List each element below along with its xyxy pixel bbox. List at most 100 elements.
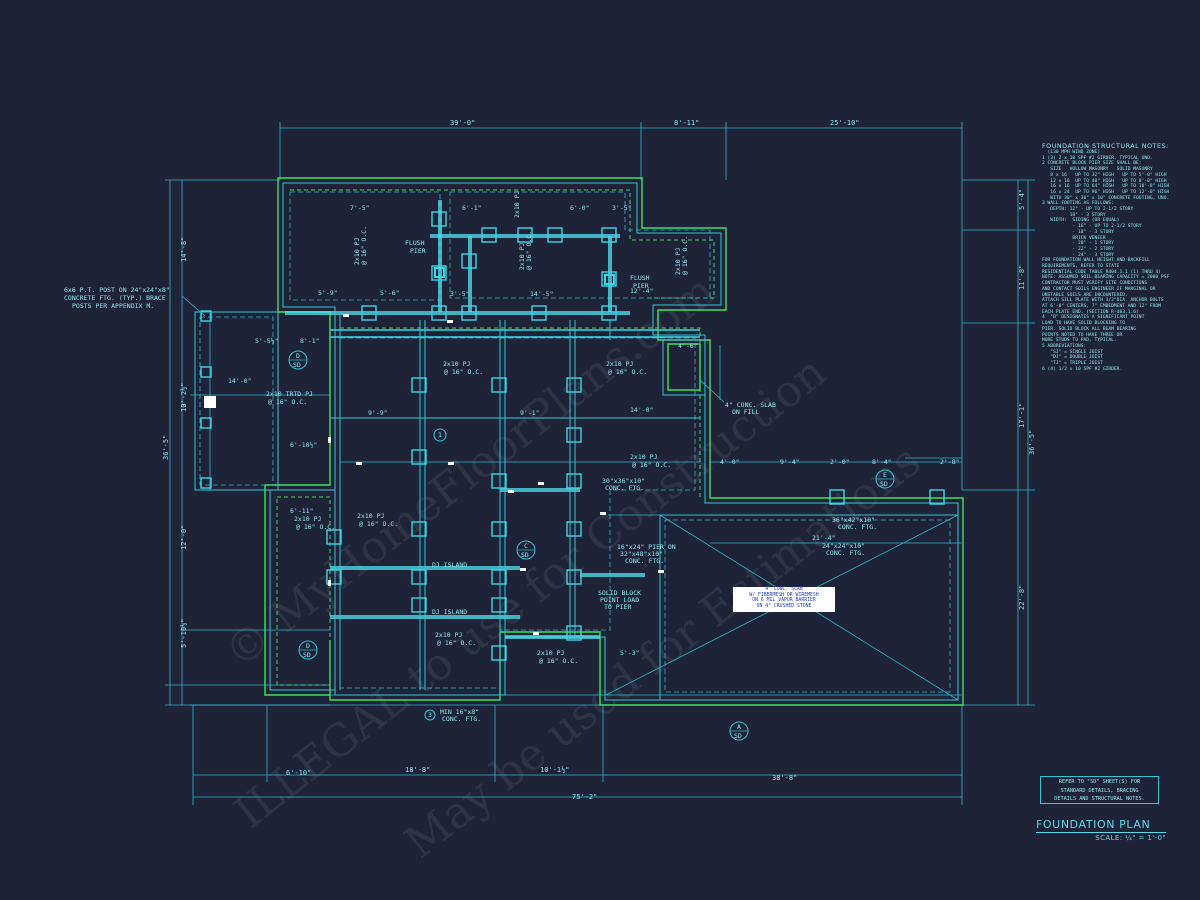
dim-i-17: 6'-11" — [290, 507, 313, 515]
reference-note-line-1: REFER TO "SD" SHEET(S) FOR — [1058, 779, 1141, 785]
reference-note: REFER TO "SD" SHEET(S) FOR STANDARD DETA… — [1040, 776, 1159, 804]
dim-total: 75'-2" — [572, 793, 597, 801]
dim-i-11: 14'-0" — [630, 406, 653, 414]
solid-block-line-2: POINT LOAD — [600, 596, 639, 604]
slab-note-line-2: W/ FIBERMESH OR WIREMESH — [749, 592, 819, 598]
joist-label: 2x10 PJ — [353, 238, 361, 265]
dim-i-9: 4'-6" — [678, 342, 698, 350]
piers — [326, 211, 945, 661]
dim-left-5: 10'-2½" — [180, 382, 188, 412]
dim-i-6: 5'-6" — [380, 289, 400, 297]
dim-i-8: 12'-4" — [630, 287, 653, 295]
slab-fill-line-2: ON FILL — [732, 408, 759, 416]
ftg-24-line-2: CONC. FTG. — [826, 549, 865, 557]
joist-label: 2x10 PJ — [357, 512, 384, 520]
joist-spacing: @ 16" O.C. — [539, 657, 578, 665]
structural-note-line: 16 x 16 UP TO 64" HIGH UP TO 10'-8" HIGH — [1042, 184, 1170, 190]
joist-spacing: @ 16" O.C. — [359, 520, 398, 528]
pier-ftg-line-2: CONC. FTG. — [605, 484, 644, 492]
joist-label: 2x10 PJ — [513, 191, 521, 218]
structural-note-line: POINTS NOTED TO HAVE THREE OR — [1042, 332, 1123, 338]
structural-note-line: REQUIREMENTS, REFER TO STATE — [1042, 264, 1120, 270]
structural-note-line: 16 x 24 UP TO 96" HIGH UP TO 12'-0" HIGH — [1042, 189, 1170, 195]
dim-i-28: 2'-8" — [940, 458, 960, 466]
section-0-sheet: SD — [293, 361, 301, 369]
watermark: © MyHomeFloorPlans.com ILLEGAL to use fo… — [215, 265, 930, 869]
structural-note-line: (130 MPH WIND ZONE) — [1042, 150, 1101, 155]
structural-note-line: 18" - 3 STORY — [1042, 212, 1106, 218]
structural-note-line: AT 6'-0" CENTERS, 7" EMBEDMENT AND 12" F… — [1042, 303, 1161, 309]
joist-spacing: @ 16" O.C. — [444, 368, 483, 376]
structural-note-line: - 20" - 1 STORY — [1042, 241, 1114, 247]
reference-note-line-2: STANDARD DETAILS, BRACING — [1060, 787, 1139, 794]
section-1-letter: D — [306, 642, 310, 650]
structural-note-line: BRICK VENEER — [1042, 235, 1106, 241]
post-marker — [204, 396, 216, 408]
flush-pier-2-line-2: PIER — [633, 282, 649, 290]
structural-note-line: MORE STUDS TO PAD, TYPICAL. — [1042, 338, 1117, 344]
girders — [285, 200, 721, 695]
dim-i-10: 8'-1" — [300, 337, 320, 345]
slab-note-line-3: ON 6 MIL VAPOR BARRIER — [752, 598, 816, 603]
pier-on-line-3: CONC. FTG. — [625, 557, 664, 565]
section-1-sheet: SD — [303, 651, 311, 659]
dim-right-3: 17'-1" — [1018, 403, 1026, 428]
dim-i-25: 9'-4" — [780, 458, 800, 466]
dim-bottom-2: 18'-8" — [405, 766, 430, 774]
drawing-title-block: FOUNDATION PLAN SCALE: ¼" = 1'-0" — [1036, 818, 1166, 842]
structural-note-line: - 18" - 3 STORY — [1042, 229, 1114, 235]
structural-note-line: UNSTABLE SOILS ARE ENCOUNTERED. — [1042, 292, 1128, 298]
dimension-lines — [165, 122, 1035, 805]
joist-spacing: @ 16" O.C. — [437, 639, 476, 647]
joist-spacing: @ 16" O.C. — [632, 461, 671, 469]
post-note-line-3: POSTS PER APPENDIX M. — [72, 302, 154, 310]
dim-i-18: 5'-3" — [620, 649, 640, 657]
structural-note-line: - 22" - 2 STORY — [1042, 246, 1114, 252]
point-load-markers — [328, 314, 664, 635]
ftg-36-line-2: CONC. FTG. — [838, 523, 877, 531]
min-ftg-line-2: CONC. FTG. — [442, 715, 481, 723]
structural-note-line: EACH PLATE END. (SECTION R-403.1.6) — [1042, 309, 1139, 315]
dim-i-15: 6'-10½" — [290, 441, 317, 449]
structural-note-line: 6 (4) 1/2 x 10 SPF #2 GIRDER. — [1042, 366, 1123, 372]
structural-note-line: CONTRACTOR MUST VERIFY SITE CONDITIONS — [1042, 281, 1148, 287]
dim-i-14: 5'-5½" — [255, 337, 278, 345]
structural-note-line: NOTE: ASSUMED SOIL BEARING CAPACITY = 20… — [1042, 275, 1170, 281]
dim-left-1: 14'-8" — [180, 237, 188, 262]
dimension-text: 39'-0" 8'-11" 25'-10" 6'-10" 18'-8" 10'-… — [162, 119, 1036, 801]
ftg-36-line-1: 36"x42"x10" — [832, 516, 875, 524]
dim-i-3: 3'-5" — [612, 204, 632, 212]
dim-right-5: 22'-8" — [1018, 585, 1026, 610]
structural-note-line: 3 WALL FOOTING AS FOLLOWS: — [1042, 201, 1114, 207]
drawing-title: FOUNDATION PLAN — [1036, 818, 1166, 833]
section-2-sheet: SD — [521, 551, 529, 559]
joist-label: 2x10 PJ — [674, 248, 682, 275]
structural-note-line: - 16" - UP TO 2-1/2 STORY — [1042, 224, 1142, 230]
dim-i-13: 9'-1" — [520, 409, 540, 417]
solid-block-line-3: TO PIER — [604, 603, 631, 611]
structural-note-line: "TJ" = TRIPLE JOIST — [1042, 361, 1103, 367]
dim-bottom-4: 38'-8" — [772, 774, 797, 782]
section-3-letter: E — [883, 471, 887, 479]
structural-notes: FOUNDATION STRUCTURAL NOTES: (130 MPH WI… — [1042, 142, 1192, 372]
structural-notes-body: (130 MPH WIND ZONE)1 (3) 2 x 10 SPF #2 G… — [1042, 150, 1192, 372]
joist-spacing: @ 16" O.C. — [681, 236, 689, 275]
pier-on-line-2: 32"x48"x10" — [620, 550, 663, 558]
section-0-letter: D — [296, 352, 300, 360]
dim-i-7: 14'-5" — [530, 290, 553, 298]
joist-spacing: @ 16" O.C. — [608, 368, 647, 376]
post-note-line-2: CONCRETE FTG. (TYP.) BRACE — [64, 294, 166, 302]
dim-left-2: 36'-5" — [162, 435, 170, 460]
drawing-scale: SCALE: ¼" = 1'-0" — [1095, 834, 1166, 842]
dim-i-4: 3'-5" — [450, 290, 470, 298]
porch-joist-label: 2x10 TRTD PJ — [266, 390, 313, 398]
joist-label: 2x10 PJ — [537, 649, 564, 657]
flush-pier-1-line-1: FLUSH — [405, 239, 425, 247]
structural-note-line: SIZE HOLLOW MASONRY SOLID MASONRY — [1042, 167, 1153, 173]
structural-note-line: 12 x 16 UP TO 48" HIGH UP TO 8'-0" HIGH — [1042, 178, 1167, 184]
min-ftg-line-1: MIN 16"x8" — [440, 708, 479, 716]
structural-note-line: "DJ" = DOUBLE JOIST — [1042, 355, 1103, 361]
porch-left — [190, 310, 330, 491]
dim-top-2: 8'-11" — [674, 119, 699, 127]
